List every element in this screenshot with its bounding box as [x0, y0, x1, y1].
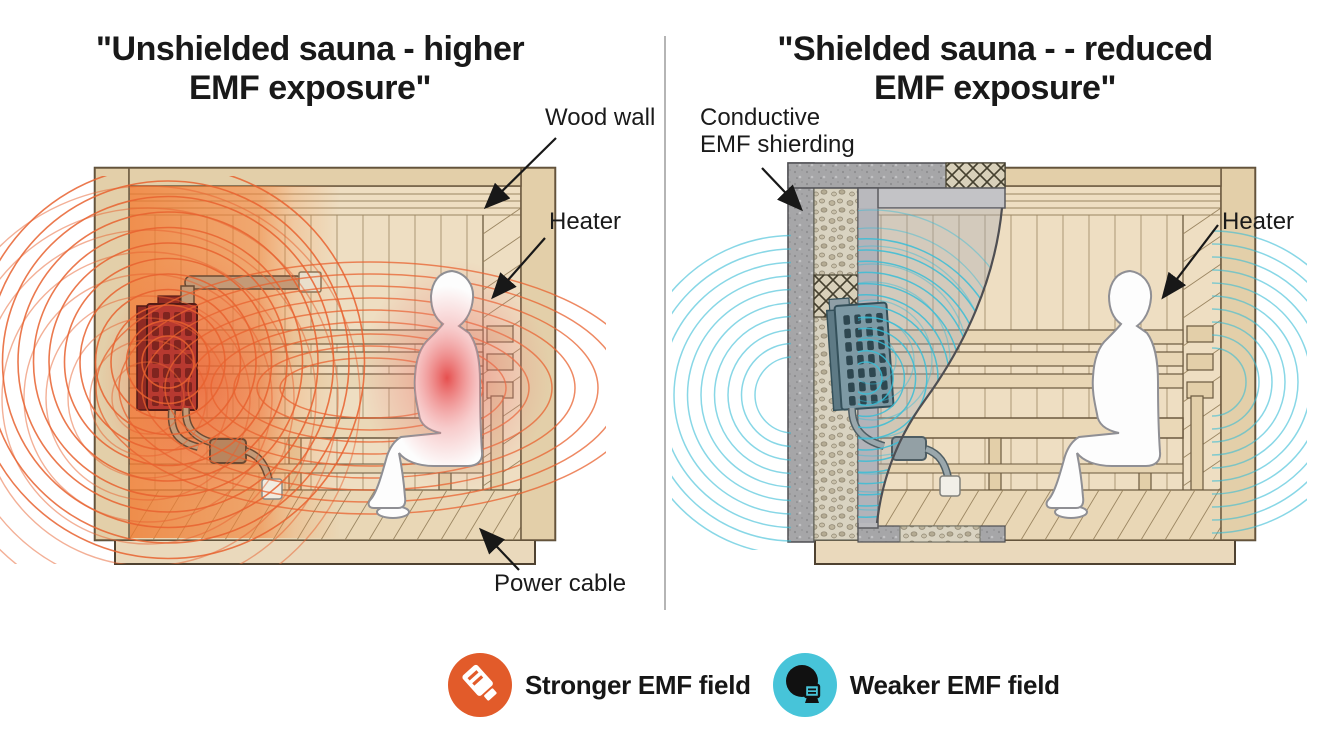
shield-dome-edge [875, 207, 1004, 524]
wood-wall-label: Wood wall [545, 104, 656, 131]
power-cable-label: Power cable [494, 570, 627, 597]
legend: Stronger EMF field Weaker EMF field [448, 653, 1060, 717]
heater-left-arrow [491, 237, 546, 300]
wood-wall-arrow [483, 137, 557, 210]
legend-item-stronger: Stronger EMF field [448, 653, 751, 717]
left-panel-title: "Unshielded sauna - higher EMF exposure" [95, 30, 525, 108]
heater-label-right: Heater [1222, 208, 1295, 235]
shielding-label: Conductive EMF shierding [700, 104, 855, 158]
shielded-sauna [672, 162, 1307, 566]
strong-emf-field-rings [0, 176, 606, 564]
person-silhouette-protected [1045, 270, 1162, 519]
weak-emf-leak-right [1212, 230, 1307, 534]
shielding-arrow [761, 167, 804, 212]
stronger-emf-label: Stronger EMF field [525, 669, 751, 700]
panel-divider [664, 36, 666, 610]
shielded-power-cable [848, 407, 961, 497]
power-plug [939, 475, 961, 497]
heater-label-left: Heater [549, 208, 622, 235]
legend-item-weaker: Weaker EMF field [772, 653, 1060, 717]
heater-right-arrow [1161, 224, 1219, 300]
callout-arrows [478, 137, 1219, 571]
stronger-emf-icon [448, 653, 512, 717]
weaker-emf-label: Weaker EMF field [849, 669, 1060, 700]
weaker-emf-icon [772, 653, 837, 717]
weak-emf-leak-left [672, 234, 791, 550]
power-cable-arrow [478, 527, 520, 571]
unshielded-sauna [0, 166, 606, 566]
right-panel-title: "Shielded sauna - - reduced EMF exposure… [777, 30, 1213, 108]
